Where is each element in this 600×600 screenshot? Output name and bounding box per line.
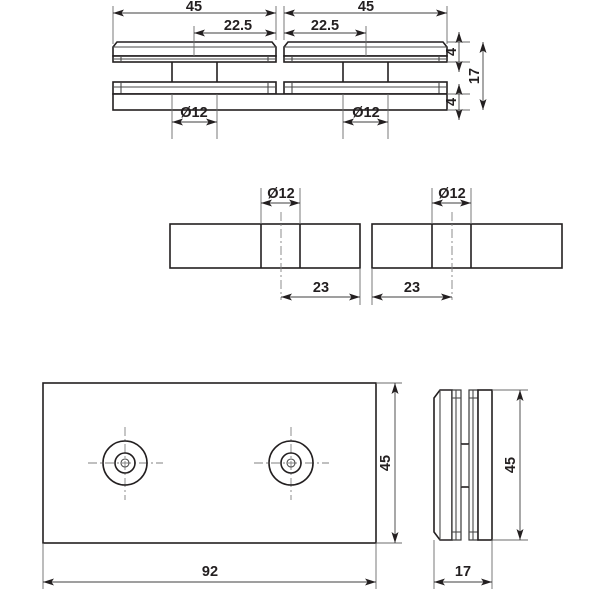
dim-225-right-text: 22.5: [311, 18, 339, 34]
right-upper-cap-outline: [283, 41, 448, 57]
dim-4-bottom-text: 4: [444, 98, 460, 106]
dim-dia12-ml-text: Ø12: [267, 186, 294, 202]
dim-23-right-text: 23: [404, 280, 420, 296]
dim-4-bottom: 4: [444, 84, 470, 120]
dim-45-left-text: 45: [186, 0, 202, 15]
dim-23-left: 23: [281, 268, 361, 305]
view-plate-side: 45 17: [433, 389, 528, 589]
dim-dia12-mid-left: Ø12: [260, 186, 301, 224]
side-right-body: [477, 389, 493, 541]
dim-45-side: 45: [492, 389, 528, 541]
dim-dia12-tr-text: Ø12: [352, 105, 379, 121]
dim-225-right: 22.5: [284, 18, 367, 56]
view-plan-section: Ø12 Ø12 23 23: [169, 186, 563, 305]
dim-17-top-text: 17: [467, 68, 483, 84]
dim-45-side-text: 45: [503, 457, 519, 473]
left-upper-cap-outline: [112, 41, 277, 57]
dim-4-top-text: 4: [444, 48, 460, 56]
dim-92-plate: 92: [42, 543, 377, 589]
dim-45-right-text: 45: [358, 0, 374, 15]
dim-45-plate-text: 45: [378, 455, 394, 471]
dim-45-right: 45: [283, 0, 448, 44]
dim-23-left-text: 23: [313, 280, 329, 296]
dim-45-left: 45: [112, 0, 277, 44]
view-plate-face: 45 92: [42, 382, 402, 589]
mid-right-bar: [371, 223, 563, 269]
dim-225-left: 22.5: [193, 18, 276, 56]
plate-hole-right-outer-circle: [268, 440, 314, 486]
plate-hole-right-center-circle: [286, 458, 296, 468]
base-bar: [112, 93, 448, 111]
mid-right-bar-group: [371, 212, 563, 300]
plate-hole-left-outer-circle: [102, 440, 148, 486]
left-lower-strip: [112, 81, 277, 95]
view-front-elevation: 45 45 22.5 22.5 Ø12: [112, 0, 487, 139]
plate-hole-left-inner-circle: [114, 452, 136, 474]
dim-4-top: 4: [444, 32, 470, 72]
dim-225-left-text: 22.5: [224, 18, 252, 34]
plate-hole-left-center-circle: [120, 458, 130, 468]
plate-hole-left: [88, 427, 163, 500]
dim-17-side-text: 17: [455, 564, 471, 580]
dim-dia12-top-left: Ø12: [171, 94, 218, 139]
dim-dia12-mid-right: Ø12: [431, 186, 472, 224]
mid-left-bar-group: [169, 212, 361, 300]
dim-92-text: 92: [202, 564, 218, 580]
dim-23-right: 23: [371, 268, 452, 305]
dim-dia12-mr-text: Ø12: [438, 186, 465, 202]
plate-hole-right-inner-circle: [280, 452, 302, 474]
plate-outline: [42, 382, 377, 544]
dim-17-top: 17: [467, 42, 487, 110]
mid-left-bar: [169, 223, 361, 269]
dim-dia12-top-right: Ø12: [342, 94, 389, 139]
left-clamp-assembly: [112, 41, 277, 95]
side-left-body: [433, 389, 453, 541]
dim-45-plate: 45: [376, 382, 402, 544]
dim-dia12-tl-text: Ø12: [180, 105, 207, 121]
right-lower-strip: [283, 81, 448, 95]
right-clamp-assembly: [283, 41, 448, 95]
dim-17-side: 17: [433, 540, 493, 589]
plate-hole-right: [254, 427, 329, 500]
